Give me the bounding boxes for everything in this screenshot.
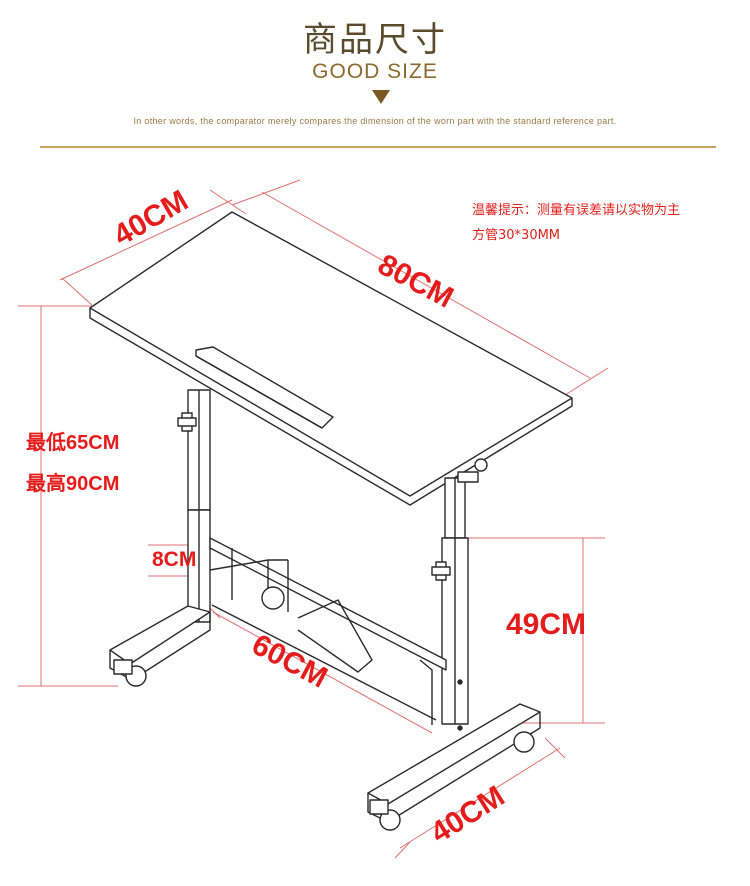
table-top xyxy=(89,211,573,497)
book-stopper xyxy=(195,346,334,429)
table-top-edge xyxy=(89,308,573,506)
right-back-caster xyxy=(513,731,535,753)
page-title: 商品尺寸 xyxy=(303,20,447,60)
tray-strap xyxy=(297,599,373,673)
header-divider xyxy=(40,146,716,148)
foot-width-dimension-line xyxy=(399,747,561,849)
note-line-1: 温馨提示：测量有误差请以实物为主 xyxy=(472,203,681,218)
header-description: In other words, the comparator merely co… xyxy=(133,116,617,126)
lower-height-label: 49CM xyxy=(506,608,587,641)
page-subtitle: GOOD SIZE xyxy=(312,60,438,83)
left-foot xyxy=(109,605,211,665)
top-width-dimension-line xyxy=(261,191,591,379)
measurement-note: 温馨提示：测量有误差请以实物为主 方管30*30MM xyxy=(472,198,737,248)
base-length-dimension-line xyxy=(212,611,433,734)
left-knob-icon xyxy=(177,412,197,432)
bar-height-label: 8CM xyxy=(152,548,197,571)
middle-caster xyxy=(261,586,285,610)
down-triangle-icon xyxy=(372,90,390,104)
height-min-label: 最低65CM xyxy=(26,432,120,454)
top-depth-dimension-line xyxy=(59,199,233,281)
height-max-label: 最高90CM xyxy=(26,473,120,495)
note-line-2: 方管30*30MM xyxy=(472,228,561,243)
right-knob-icon xyxy=(431,561,451,581)
tilt-knob-icon xyxy=(457,458,488,483)
right-front-caster xyxy=(379,809,401,831)
